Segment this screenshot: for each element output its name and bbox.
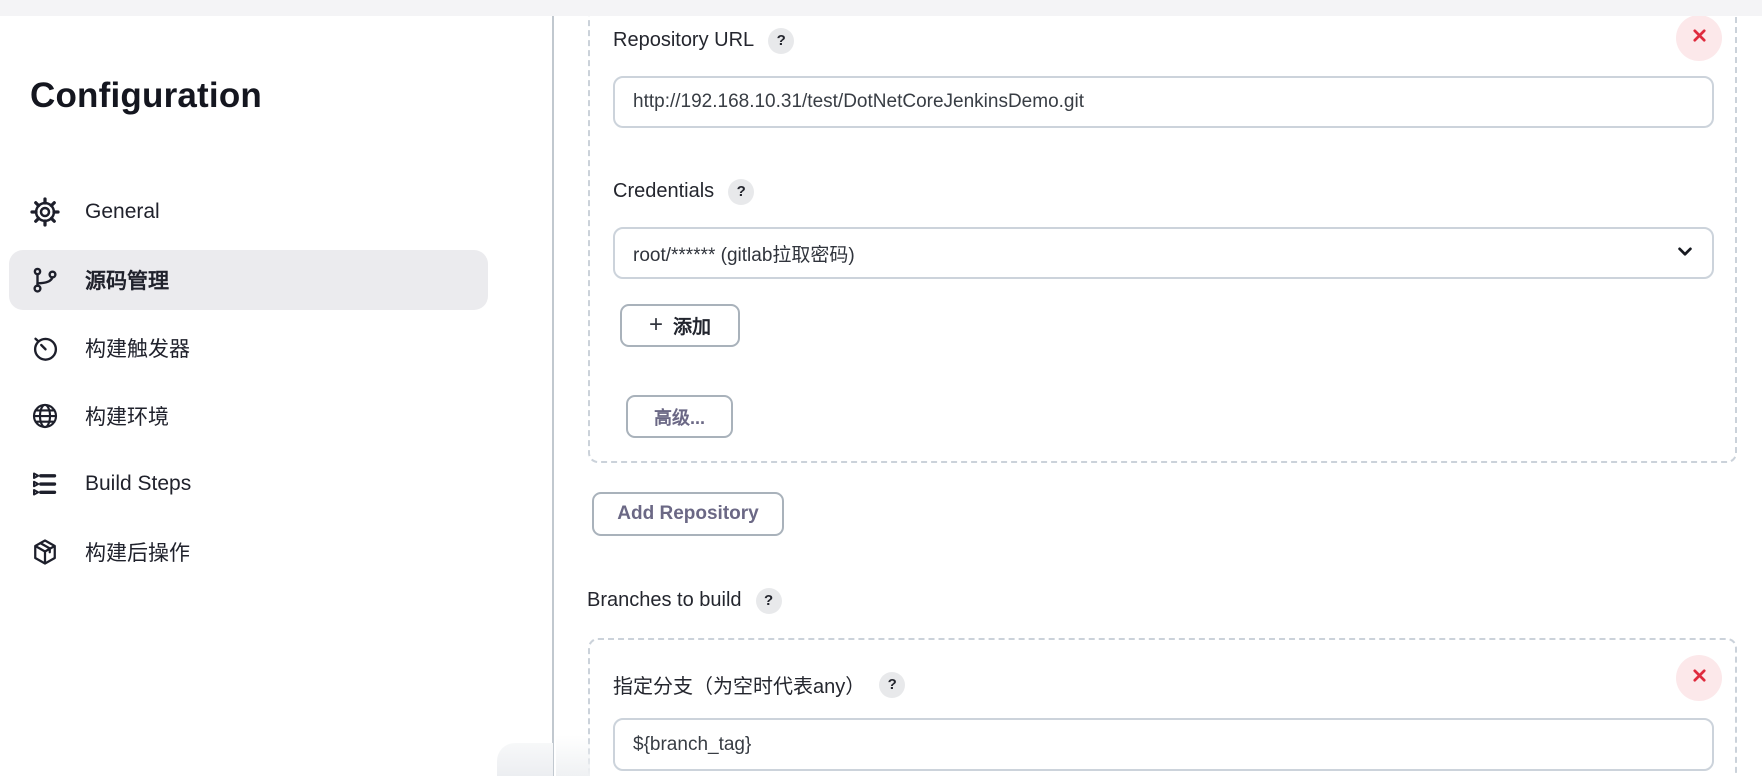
list-icon <box>30 469 60 499</box>
credentials-help-button[interactable]: ? <box>728 178 755 205</box>
sidebar-nav: General 源码管理 <box>9 182 488 582</box>
globe-icon <box>30 401 60 431</box>
repository-url-label: Repository URL <box>613 29 755 51</box>
branch-specifier-help-button[interactable]: ? <box>879 671 906 698</box>
close-icon <box>1690 666 1709 690</box>
clock-icon <box>30 333 60 363</box>
package-icon <box>30 537 60 567</box>
repository-url-help-button[interactable]: ? <box>768 27 795 54</box>
add-credentials-button[interactable]: + 添加 <box>620 304 740 347</box>
config-sidebar: Configuration General <box>0 16 552 776</box>
branch-specifier-label: 指定分支（为空时代表any） <box>613 676 866 698</box>
git-branch-icon <box>30 265 60 295</box>
sidebar-item-post-build-actions[interactable]: 构建后操作 <box>9 522 488 582</box>
sidebar-item-source-code-management[interactable]: 源码管理 <box>9 250 488 310</box>
branch-config-box: 指定分支（为空时代表any） ? <box>588 638 1737 776</box>
sidebar-item-label: General <box>85 200 160 223</box>
branches-to-build-label-row: Branches to build ? <box>587 587 782 614</box>
sidebar-item-build-steps[interactable]: Build Steps <box>9 454 488 514</box>
sidebar-item-build-triggers[interactable]: 构建触发器 <box>9 318 488 378</box>
add-repository-button[interactable]: Add Repository <box>592 492 784 536</box>
repository-config-box: Repository URL ? Credentials ? root/****… <box>588 0 1737 463</box>
sidebar-item-label: 构建触发器 <box>85 338 190 361</box>
branch-specifier-label-row: 指定分支（为空时代表any） ? <box>613 671 906 698</box>
sidebar-item-label: 源码管理 <box>85 270 169 293</box>
chevron-down-icon <box>1672 238 1698 269</box>
credentials-selected-value: root/****** (gitlab拉取密码) <box>633 244 855 266</box>
sidebar-item-general[interactable]: General <box>9 182 488 242</box>
gear-icon <box>30 197 60 227</box>
sidebar-item-label: 构建后操作 <box>85 542 190 565</box>
branches-to-build-label: Branches to build <box>587 589 742 611</box>
repository-url-input[interactable] <box>613 76 1714 128</box>
credentials-select[interactable]: root/****** (gitlab拉取密码) <box>613 227 1714 279</box>
sidebar-item-label: 构建环境 <box>85 406 169 429</box>
page-title: Configuration <box>30 76 262 115</box>
top-breadcrumb-bar <box>0 0 1762 16</box>
sidebar-divider <box>552 16 554 776</box>
sidebar-item-label: Build Steps <box>85 472 192 495</box>
close-icon <box>1690 26 1709 50</box>
bottom-shadow-left <box>497 743 553 776</box>
bottom-shadow-right <box>556 735 590 776</box>
plus-icon: + <box>648 310 663 338</box>
credentials-label-row: Credentials ? <box>613 178 755 205</box>
remove-repository-button[interactable] <box>1676 15 1722 61</box>
branches-to-build-help-button[interactable]: ? <box>755 587 782 614</box>
branch-specifier-input[interactable] <box>613 718 1714 771</box>
credentials-label: Credentials <box>613 180 715 202</box>
advanced-button[interactable]: 高级... <box>626 395 733 438</box>
sidebar-item-build-environment[interactable]: 构建环境 <box>9 386 488 446</box>
remove-branch-button[interactable] <box>1676 655 1722 701</box>
repository-url-label-row: Repository URL ? <box>613 27 795 54</box>
add-credentials-button-label: 添加 <box>673 317 712 338</box>
